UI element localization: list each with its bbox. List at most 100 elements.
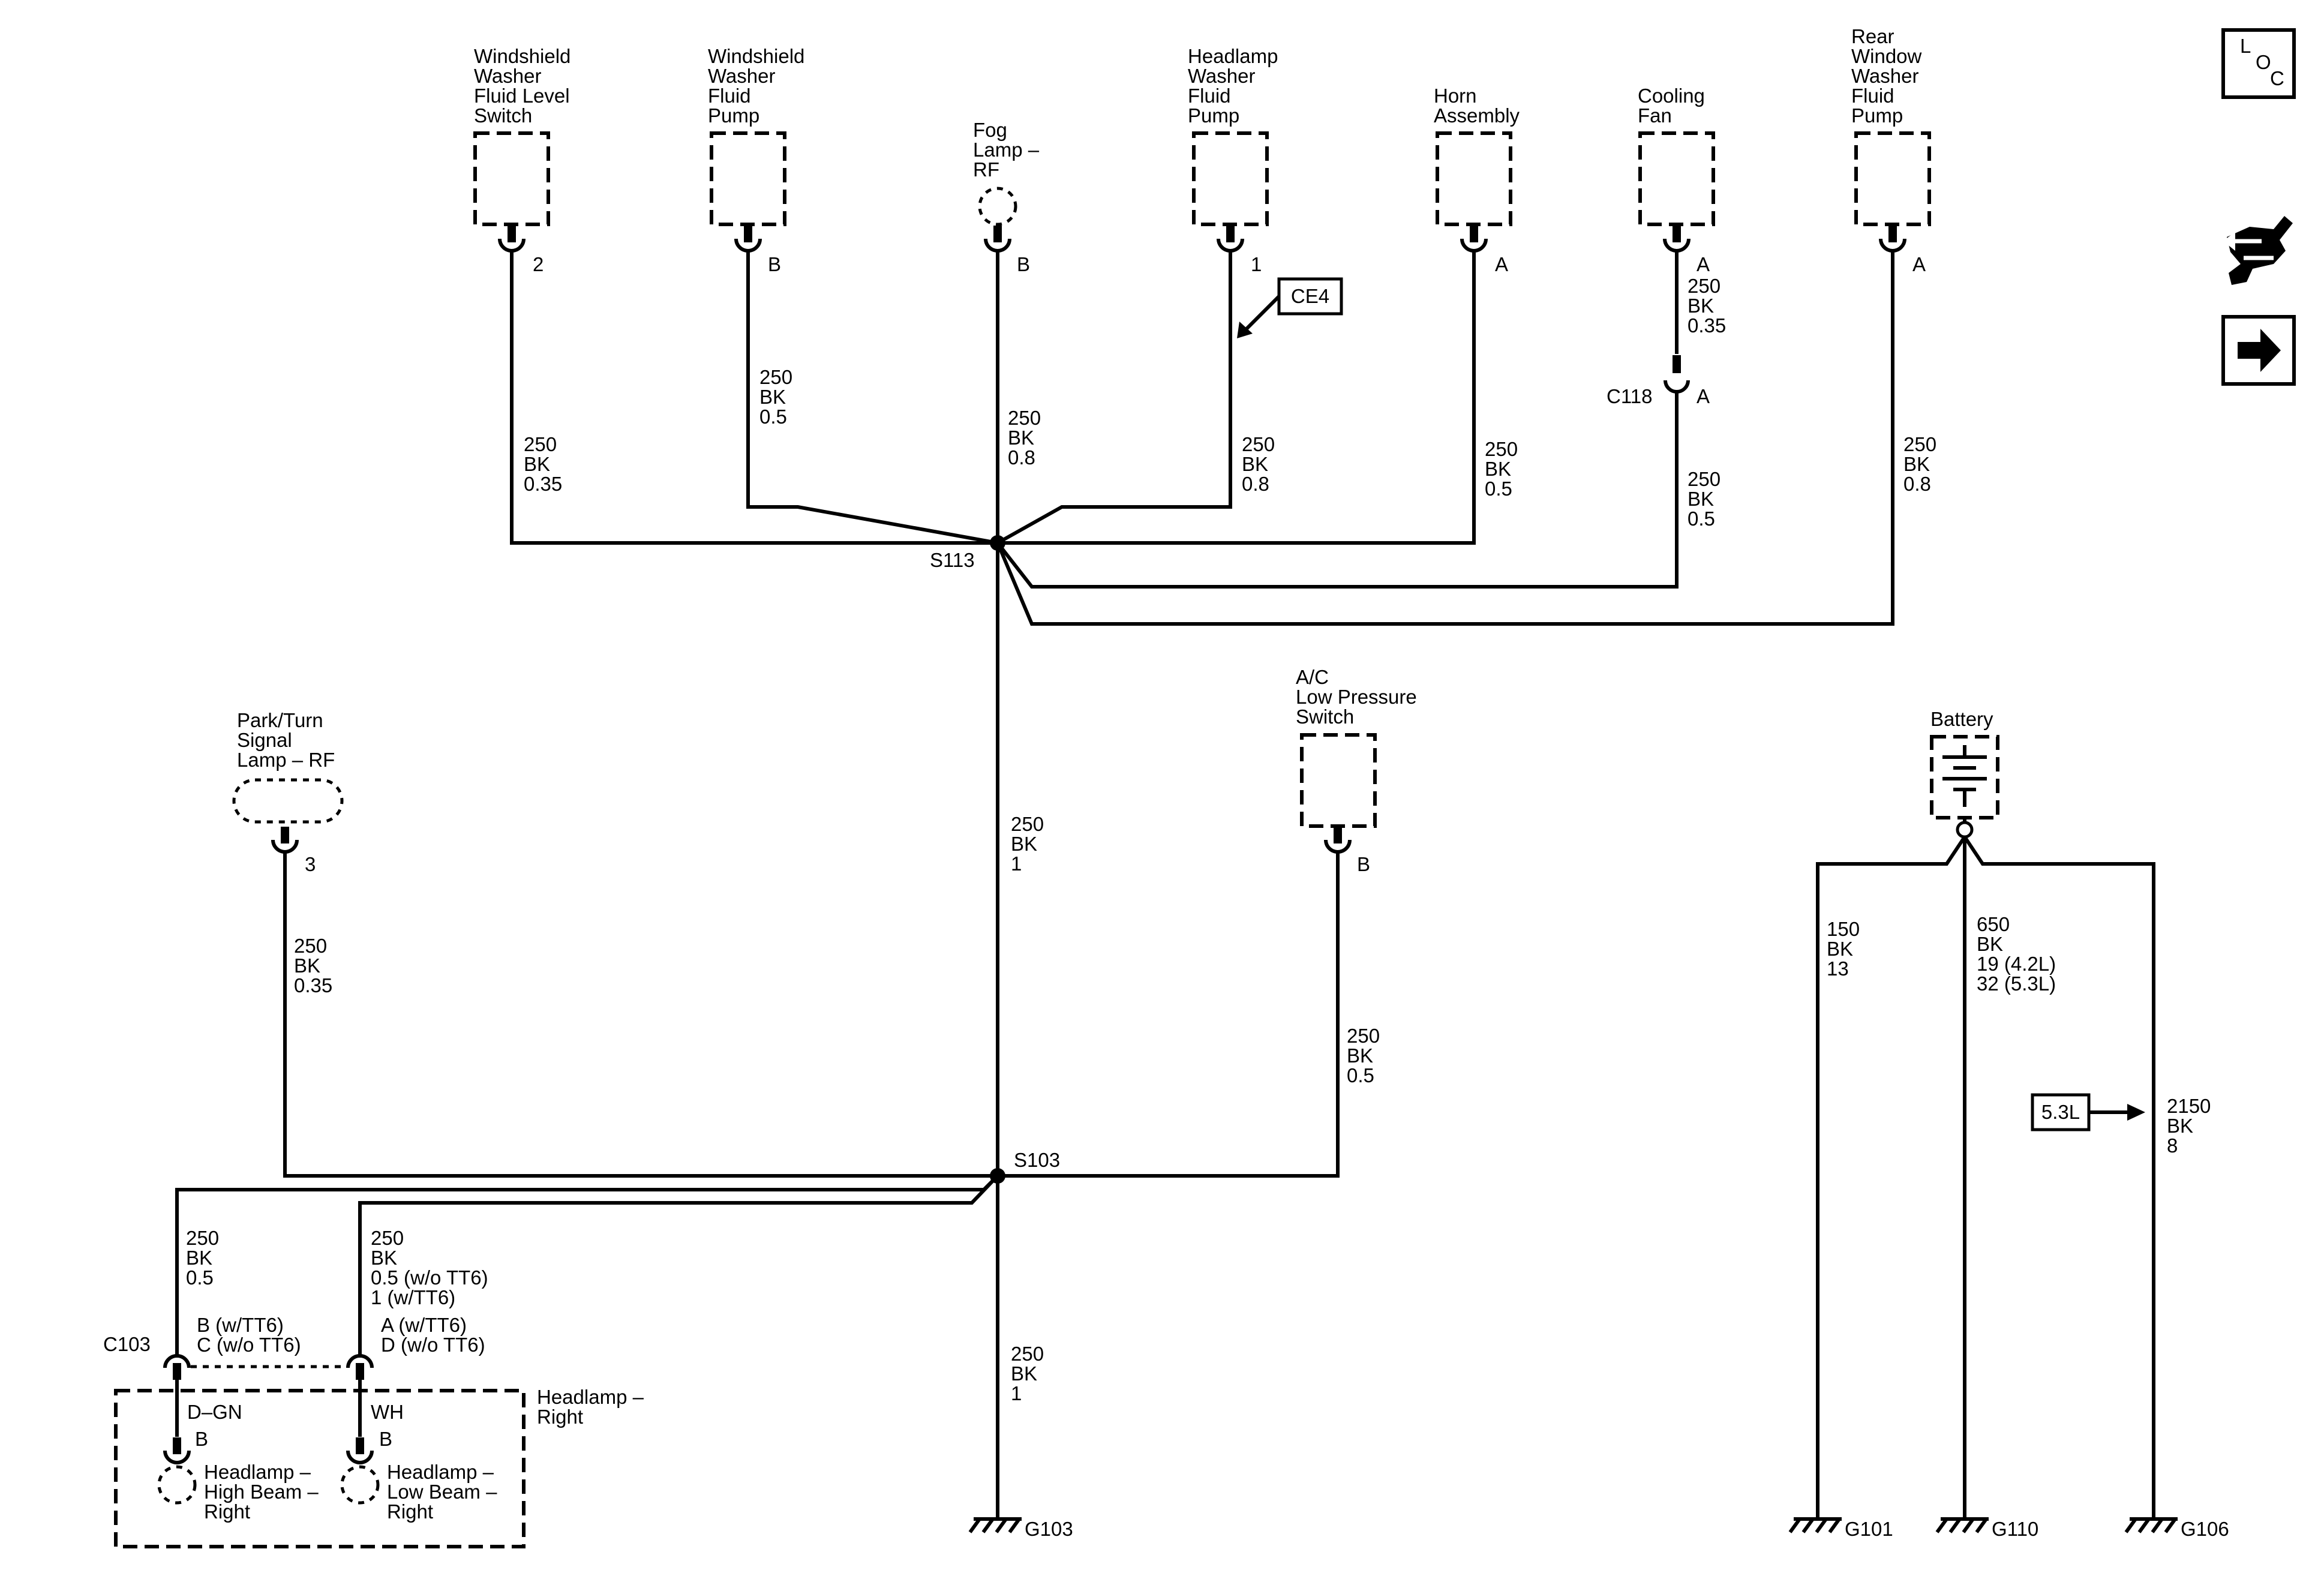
ww-level-label-1: Windshield	[474, 45, 571, 67]
fan-top-color: BK	[1688, 295, 1714, 317]
loc-icon[interactable]: L O C	[2221, 28, 2296, 99]
ac-low-pressure-switch: A/C Low Pressure Switch B 250 BK 0.5	[998, 666, 1417, 1178]
ce4-box	[1277, 277, 1343, 316]
horn-size: 0.5	[1485, 478, 1512, 500]
ac-circuit: 250	[1347, 1025, 1380, 1047]
g101-size: 13	[1827, 957, 1849, 980]
g110-size: 19 (4.2L)	[1977, 953, 2056, 975]
note-53l-arrowhead	[2127, 1104, 2145, 1121]
ground-g106-label: G106	[2181, 1518, 2229, 1540]
rwp-label-2: Window	[1851, 45, 1922, 67]
note-53l-text: 5.3L	[2041, 1101, 2080, 1123]
fan-top-size: 0.35	[1688, 314, 1726, 337]
fan-pin: A	[1697, 253, 1710, 275]
fog-size: 0.8	[1008, 446, 1035, 469]
hlw-color: BK	[1242, 453, 1268, 475]
ww-pump-label-4: Pump	[708, 104, 759, 127]
battery-section: Battery 150 BK 13 650 BK 19 (4.2L) 32 (5…	[1790, 708, 2229, 1540]
fog-circuit: 250	[1008, 407, 1041, 429]
ww-level-circuit: 250	[524, 433, 557, 455]
c103-right-pin2: D (w/o TT6)	[381, 1334, 485, 1356]
headlamp-right-label-2: Right	[537, 1406, 583, 1428]
horn-terminal	[1462, 226, 1486, 251]
loc-icon-c: C	[2270, 67, 2284, 89]
ac-label-1: A/C	[1296, 666, 1329, 688]
ac-pin: B	[1357, 853, 1370, 875]
horn-label-1: Horn	[1434, 85, 1477, 107]
c103-left-pin2: C (w/o TT6)	[197, 1334, 301, 1356]
headlamp-right-box	[114, 1389, 526, 1548]
c103-left-circuit: 250	[186, 1227, 219, 1249]
wire-g101	[1816, 836, 1966, 1518]
park-turn-lamp: Park/Turn Signal Lamp – RF 3 250 BK 0.35	[232, 709, 998, 1178]
wire-hl-washer	[996, 252, 1232, 545]
splice-s113-label: S113	[930, 549, 975, 571]
c103-right-circuit: 250	[371, 1227, 404, 1249]
park-label-1: Park/Turn	[237, 709, 323, 731]
rwp-circuit: 250	[1903, 433, 1936, 455]
next-page-arrow-icon[interactable]	[2221, 315, 2296, 386]
ww-level-label-4: Switch	[474, 104, 532, 127]
hl-washer-pump: Headlamp Washer Fluid Pump 1	[1188, 45, 1278, 275]
rear-washer-pump: Rear Window Washer Fluid Pump A	[1851, 25, 1931, 275]
fan-label-1: Cooling	[1638, 85, 1705, 107]
wire-ac	[998, 853, 1340, 1178]
horn-assembly: Horn Assembly A	[1434, 85, 1520, 275]
high-beam-symbol	[157, 1465, 197, 1505]
ce4-note: CE4	[1237, 277, 1343, 338]
ww-pump-circuit: 250	[759, 366, 792, 388]
low-beam-label-3: Right	[387, 1500, 433, 1523]
ww-pump: Windshield Washer Fluid Pump B	[708, 45, 804, 275]
ac-terminal	[1326, 827, 1350, 852]
ground-g103-label: G103	[1025, 1518, 1073, 1540]
ww-level-color: BK	[524, 453, 550, 475]
c103-left-color: BK	[186, 1247, 212, 1269]
ww-level-label-2: Washer	[474, 65, 541, 87]
ce4-text: CE4	[1291, 285, 1329, 307]
g101-color: BK	[1827, 938, 1853, 960]
rwp-label-4: Fluid	[1851, 85, 1894, 107]
c118-pin: A	[1697, 385, 1710, 407]
wire-park-turn	[283, 853, 998, 1178]
c103-left-size: 0.5	[186, 1266, 214, 1289]
battery-terminal	[1956, 821, 1974, 839]
ww-pump-size: 0.5	[759, 406, 787, 428]
low-beam-label-2: Low Beam –	[387, 1481, 497, 1503]
wire-horn	[998, 252, 1476, 545]
park-label-2: Signal	[237, 729, 292, 751]
high-beam-label-1: Headlamp –	[204, 1461, 311, 1483]
wire-rear-washer	[996, 252, 1894, 626]
battery-label: Battery	[1930, 708, 1993, 730]
ww-level-size: 0.35	[524, 473, 562, 495]
wh-label: WH	[371, 1401, 404, 1423]
ground-g101-label: G101	[1845, 1518, 1893, 1540]
horn-circuit: 250	[1485, 438, 1518, 460]
ww-level-terminal	[500, 226, 524, 251]
wire-ww-pump	[746, 252, 998, 545]
trunk-circuit: 250	[1011, 813, 1044, 835]
hlw-box	[1192, 131, 1269, 226]
ac-box	[1300, 733, 1377, 828]
hlw-label-1: Headlamp	[1188, 45, 1278, 67]
horn-color: BK	[1485, 458, 1511, 480]
park-terminal	[273, 827, 297, 852]
g110-circuit: 650	[1977, 913, 2010, 935]
ww-level-switch-box	[473, 131, 550, 226]
fan-bottom-circuit: 250	[1688, 468, 1721, 490]
rwp-color: BK	[1903, 453, 1930, 475]
rwp-pin: A	[1912, 253, 1926, 275]
ac-label-2: Low Pressure	[1296, 686, 1417, 708]
low-beam-pin: B	[379, 1428, 392, 1450]
g103-circuit: 250	[1011, 1343, 1044, 1365]
note-53l-box	[2031, 1093, 2091, 1131]
horn-pin: A	[1495, 253, 1508, 275]
fan-bottom-color: BK	[1688, 488, 1714, 510]
service-hand-icon[interactable]	[2223, 216, 2293, 285]
wire-c103-right	[358, 1174, 999, 1355]
ww-pump-terminal	[736, 226, 760, 251]
c103-right-cup	[346, 1354, 374, 1368]
park-lamp-symbol	[232, 778, 344, 824]
rwp-label-1: Rear	[1851, 25, 1894, 47]
c103-right-pin1: A (w/TT6)	[381, 1314, 467, 1336]
trunk-size: 1	[1011, 852, 1022, 875]
